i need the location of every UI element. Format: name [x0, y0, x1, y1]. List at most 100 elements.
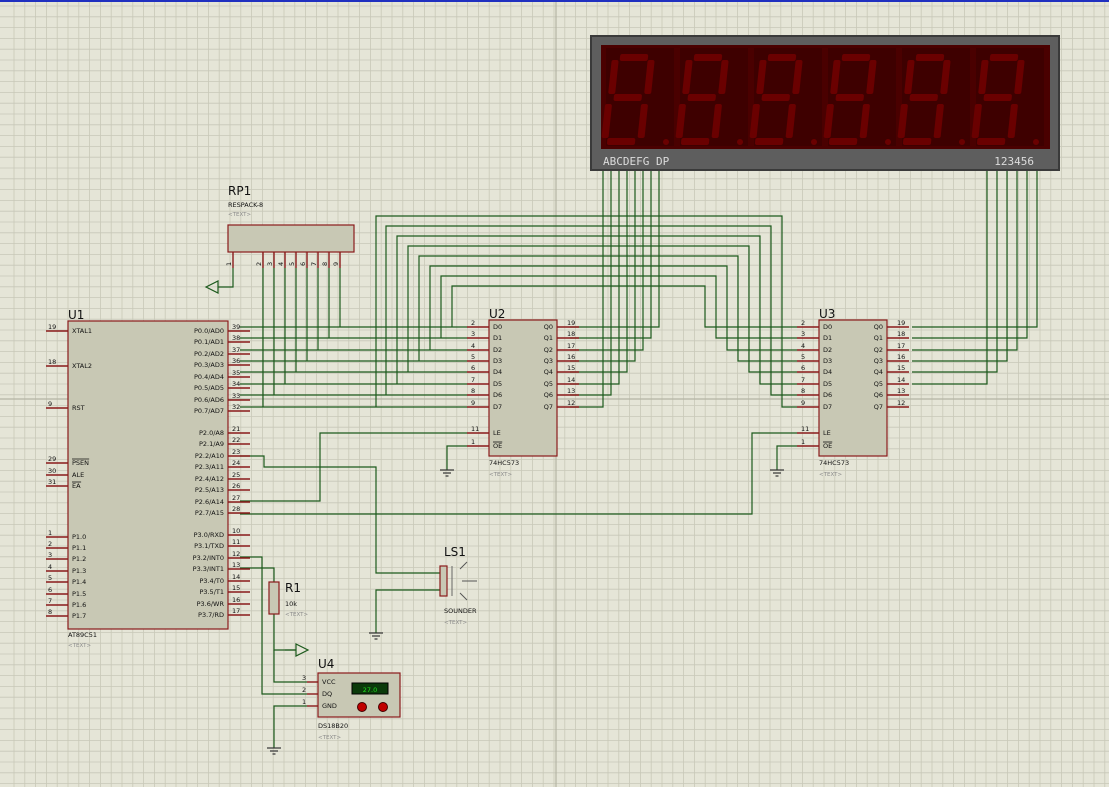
ls1-body[interactable] [439, 565, 448, 597]
u1-pin-29-num: 29 [48, 455, 56, 463]
u3-pin-5-num: 5 [801, 353, 805, 361]
segment-b [940, 60, 951, 94]
u1-pin-37-label: P0.2/AD2 [194, 350, 224, 358]
u1-pin-36-num: 36 [232, 357, 240, 365]
wire [570, 170, 628, 373]
u2-pin-12-num: 12 [567, 399, 575, 407]
wire [570, 170, 644, 351]
u1-pin-5-num: 5 [48, 574, 52, 582]
u2-pin-14-num: 14 [567, 376, 575, 384]
rp1-body[interactable] [227, 224, 355, 253]
segment-dp [811, 139, 817, 145]
wire [776, 445, 797, 462]
u1-pin-10-num: 10 [232, 527, 240, 535]
wire [912, 170, 988, 385]
wire [273, 705, 307, 740]
increase-button[interactable] [378, 702, 388, 712]
u1-pin-28-num: 28 [232, 505, 240, 513]
u1-pin-17-num: 17 [232, 607, 240, 615]
u1-pin-19-label: XTAL1 [72, 327, 92, 335]
u3-pin-7-num: 7 [801, 376, 805, 384]
u1-pin-16-label: P3.6/WR [197, 600, 225, 608]
u1-pin-27-label: P2.6/A14 [195, 498, 224, 506]
u2-pin-16-num: 16 [567, 353, 575, 361]
u1-pin-31-label: EA [72, 482, 81, 490]
u1-body[interactable] [67, 320, 229, 630]
u1-pin-17-label: P3.7/RD [198, 611, 224, 619]
seven-segment-display[interactable]: ABCDEFG DP 123456 [590, 35, 1060, 171]
segment-f [904, 60, 915, 94]
u2-pin-7-num: 7 [471, 376, 475, 384]
wire [429, 265, 797, 351]
decrease-button[interactable] [357, 702, 367, 712]
u1-pin-12-label: P3.2/INT0 [193, 554, 224, 562]
r1-body[interactable] [268, 581, 280, 615]
u2-body[interactable] [488, 319, 558, 457]
power-arrow-icon [295, 643, 310, 657]
u2-pin-9-label: D7 [493, 403, 502, 411]
u3-pin-8-num: 8 [801, 387, 805, 395]
u1-pin-29-label: PSEN [72, 459, 89, 467]
u3-part: 74HC573 [819, 459, 849, 467]
u1-pin-7-label: P1.6 [72, 601, 86, 609]
segment-b [866, 60, 877, 94]
u3-pin-16-label: Q3 [874, 357, 883, 365]
u1-pin-1-num: 1 [48, 529, 52, 537]
u1-pin-18-num: 18 [48, 358, 56, 366]
u1-pin-18-label: XTAL2 [72, 362, 92, 370]
u1-pin-6-label: P1.5 [72, 590, 86, 598]
u1-pin-33-num: 33 [232, 392, 240, 400]
display-segment-label: ABCDEFG DP [603, 155, 670, 168]
u1-pin-22-num: 22 [232, 436, 240, 444]
segment-c [785, 104, 796, 138]
u1-pin-21-num: 21 [232, 425, 240, 433]
u3-pin-11-num: 11 [801, 425, 809, 433]
u3-pin-12-label: Q7 [874, 403, 883, 411]
u3-pin-14-num: 14 [897, 376, 905, 384]
segment-e [897, 104, 908, 138]
u3-pin-17-num: 17 [897, 342, 905, 350]
u1-pin-4-num: 4 [48, 563, 52, 571]
segment-d [606, 138, 636, 145]
u3-pin-2-num: 2 [801, 319, 805, 327]
segment-a [619, 54, 649, 61]
wire [446, 445, 467, 462]
u4-text: <TEXT> [318, 735, 341, 741]
u3-pin-17-label: Q2 [874, 346, 883, 354]
segment-d [680, 138, 710, 145]
u3-pin-1-num: 1 [801, 438, 805, 446]
u1-part: AT89C51 [68, 631, 97, 639]
u3-body[interactable] [818, 319, 888, 457]
display-digit-label: 123456 [994, 155, 1034, 168]
rp1-ref: RP1 [228, 184, 251, 198]
u2-pin-3-label: D1 [493, 334, 502, 342]
u1-pin-12-num: 12 [232, 550, 240, 558]
segment-e [971, 104, 982, 138]
wire [912, 170, 998, 373]
segment-c [711, 104, 722, 138]
u1-pin-14-num: 14 [232, 573, 240, 581]
segment-g [835, 94, 864, 101]
u2-pin-2-label: D0 [493, 323, 502, 331]
wire [375, 215, 797, 408]
digit-6 [971, 48, 1044, 146]
u1-pin-11-label: P3.1/TXD [194, 542, 224, 550]
wire [451, 285, 797, 328]
rp1-pin-3-num: 3 [266, 262, 274, 266]
segment-g [909, 94, 938, 101]
segment-dp [737, 139, 743, 145]
wire [570, 170, 612, 396]
segment-d [754, 138, 784, 145]
u2-pin-8-num: 8 [471, 387, 475, 395]
u3-pin-14-label: Q5 [874, 380, 883, 388]
segment-e [601, 104, 612, 138]
u2-pin-14-label: Q5 [544, 380, 553, 388]
